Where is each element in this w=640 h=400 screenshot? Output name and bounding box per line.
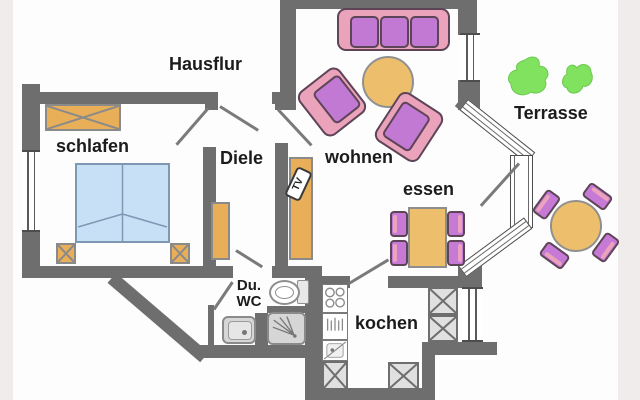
door-leaf-entrance <box>219 105 259 132</box>
kitchen-cabinet <box>322 361 348 390</box>
dining-chair <box>390 211 408 237</box>
wall-left-upper <box>22 84 40 152</box>
kitchen-sink-icon <box>322 340 348 361</box>
nightstand-left <box>56 243 76 264</box>
dining-chair <box>390 240 408 266</box>
wall-wc-left <box>208 305 214 345</box>
wardrobe <box>45 104 121 131</box>
room-label-bad-line2: WC <box>236 293 262 310</box>
kitchen-island-cabinet <box>388 362 419 390</box>
room-label-wohnen: wohnen <box>325 147 393 167</box>
wall-kitchen-left <box>305 348 322 400</box>
dining-table <box>408 207 447 268</box>
window-kochen <box>462 287 483 342</box>
bathroom-sink-icon <box>222 316 256 344</box>
door-leaf-wohnen <box>276 108 313 147</box>
photo-edge-right <box>618 0 640 400</box>
kitchen-faucet-icon <box>322 313 348 340</box>
wall-diele-wohnen <box>275 143 288 271</box>
room-label-schlafen: schlafen <box>56 136 130 156</box>
wall-top-wohnen <box>280 0 477 9</box>
wall-kitchen-right <box>422 352 435 392</box>
wall-wc-right <box>305 272 322 348</box>
toilet-icon <box>269 278 310 306</box>
window-wohnen <box>460 33 480 82</box>
nightstand-right <box>170 243 190 264</box>
wall-kitchen-step <box>422 342 497 355</box>
room-label-terrasse: Terrasse <box>514 103 588 123</box>
wall-diele-wohnen-top <box>275 92 288 110</box>
dining-chair <box>447 211 465 237</box>
wall-toilet-shower-divider <box>267 306 306 313</box>
wall-wc-bottom <box>196 345 322 358</box>
armchair-left <box>294 63 370 141</box>
wall-kochen-top-right <box>388 276 462 288</box>
window-schlafen <box>22 150 40 232</box>
wall-top-schlafen <box>22 92 218 104</box>
kitchen-tall-cabinet <box>428 287 458 315</box>
wall-bay-top <box>458 9 477 35</box>
room-label-bad: Du. WC <box>228 278 270 310</box>
room-label-essen: essen <box>403 179 455 199</box>
dining-chair <box>447 240 465 266</box>
room-label-bad-line1: Du. <box>236 277 262 294</box>
wall-kitchen-bottom <box>322 388 435 400</box>
door-leaf-kochen <box>348 258 390 285</box>
double-bed <box>75 163 170 243</box>
door-leaf-passage <box>235 249 264 269</box>
door-leaf-schlafen <box>175 107 210 146</box>
room-label-hausflur: Hausflur <box>169 54 243 74</box>
photo-edge-left <box>0 0 13 400</box>
sofa <box>337 8 450 51</box>
wall-hausflur-wohnen <box>280 0 296 110</box>
plant-icon <box>508 56 593 96</box>
wall-schlafen-bottom <box>22 266 233 278</box>
wall-outer-diagonal <box>107 273 209 363</box>
shower-icon <box>267 312 306 345</box>
room-label-kochen: kochen <box>355 313 419 333</box>
room-label-diele: Diele <box>220 148 264 168</box>
stove-icon <box>322 284 348 313</box>
wall-sink-shower-divider <box>255 313 268 345</box>
diele-cabinet <box>211 202 230 260</box>
wall-diele-schlafen-top <box>205 92 218 110</box>
kitchen-tall-cabinet <box>428 315 458 342</box>
